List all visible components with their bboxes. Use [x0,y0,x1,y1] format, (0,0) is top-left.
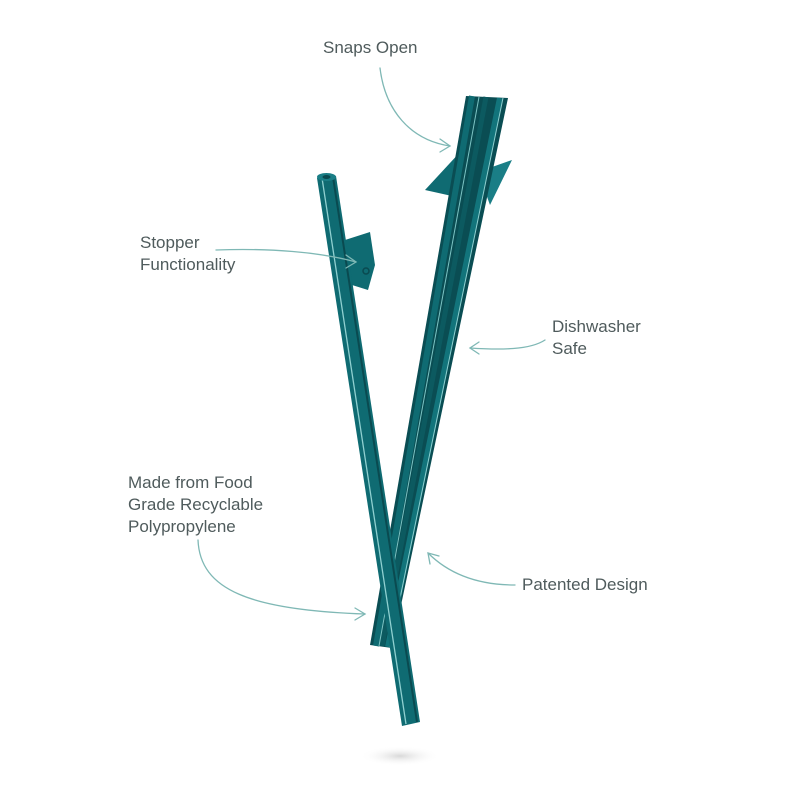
arrow-material [197,539,367,621]
label-line: Snaps Open [323,38,418,57]
label-line: Stopper [140,233,200,252]
label-line: Polypropylene [128,517,236,536]
label-snaps-open: Snaps Open [323,37,418,59]
label-line: Grade Recyclable [128,495,264,514]
label-patented: Patented Design [522,574,648,596]
arrow-stopper [215,248,358,269]
label-dishwasher: Dishwasher Safe [552,316,641,360]
shadow [360,746,440,766]
label-line: Safe [552,339,587,358]
label-line: Dishwasher [552,317,641,336]
label-line: Functionality [140,255,236,274]
arrow-snaps-open [379,67,452,153]
label-material: Made from Food Grade Recyclable Polyprop… [128,472,263,538]
label-line: Patented Design [522,575,648,594]
label-stopper: Stopper Functionality [140,232,235,276]
arrow-patented [427,552,516,586]
label-line: Made from Food [128,473,253,492]
arrow-dishwasher [468,339,546,355]
